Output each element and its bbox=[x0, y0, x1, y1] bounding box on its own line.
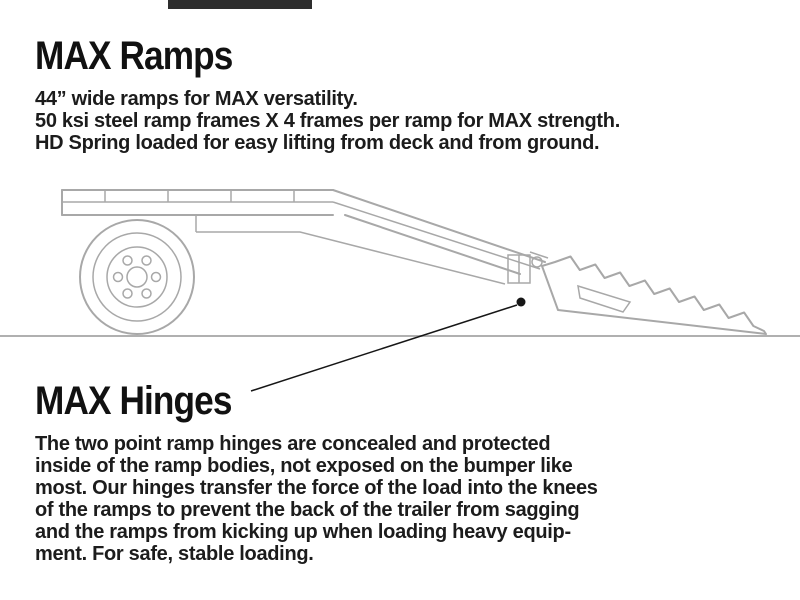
hinges-line-2: inside of the ramp bodies, not exposed o… bbox=[35, 455, 573, 477]
cropped-artifact-bar bbox=[168, 0, 312, 9]
hinges-line-4: of the ramps to prevent the back of the … bbox=[35, 499, 580, 521]
ramps-line-2: 50 ksi steel ramp frames X 4 frames per … bbox=[35, 110, 620, 132]
hinges-description: The two point ramp hinges are concealed … bbox=[35, 433, 598, 565]
trailer-body bbox=[61, 189, 546, 285]
ramps-line-3: HD Spring loaded for easy lifting from d… bbox=[35, 132, 600, 154]
serrated-ramp bbox=[541, 255, 767, 335]
ramp-hinge bbox=[507, 251, 549, 284]
callout-line bbox=[250, 304, 518, 392]
hinges-line-3: most. Our hinges transfer the force of t… bbox=[35, 477, 598, 499]
hinges-section: MAX Hinges The two point ramp hinges are… bbox=[35, 381, 598, 565]
ramps-title: MAX Ramps bbox=[35, 34, 233, 78]
ramps-line-1: 44” wide ramps for MAX versatility. bbox=[35, 88, 358, 110]
hinges-line-5: and the ramps from kicking up when loadi… bbox=[35, 521, 571, 543]
hinges-line-6: ment. For safe, stable loading. bbox=[35, 543, 314, 565]
trailer-wheel bbox=[79, 219, 195, 335]
hinge-callout bbox=[250, 297, 526, 392]
callout-dot bbox=[516, 297, 526, 307]
hinges-title: MAX Hinges bbox=[35, 379, 232, 423]
ramps-description: 44” wide ramps for MAX versatility. 50 k… bbox=[35, 88, 620, 154]
hinges-line-1: The two point ramp hinges are concealed … bbox=[35, 433, 551, 455]
ramps-section: MAX Ramps 44” wide ramps for MAX versati… bbox=[35, 36, 620, 154]
